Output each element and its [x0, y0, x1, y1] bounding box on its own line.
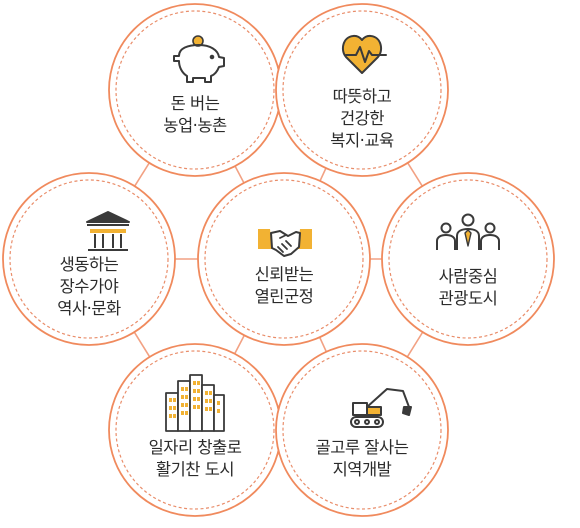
label-line: 복지·교육	[330, 131, 394, 150]
node-center-label: 신뢰받는 열린군정	[209, 264, 359, 308]
piggy-bank-icon	[173, 35, 225, 83]
node-development-circle	[275, 343, 449, 517]
handshake-icon	[258, 229, 312, 257]
label-line: 관광도시	[438, 289, 498, 308]
label-line: 골고루 잘사는	[315, 438, 409, 457]
node-tourism-label: 사람중심 관광도시	[393, 266, 543, 310]
node-development-label: 골고루 잘사는 지역개발	[287, 437, 437, 481]
people-group-icon	[436, 213, 500, 250]
label-line: 돈 버는	[170, 94, 220, 113]
label-line: 따뜻하고	[332, 87, 392, 106]
label-line: 일자리 창출로	[148, 438, 242, 457]
node-jobs-label: 일자리 창출로 활기찬 도시	[120, 437, 270, 481]
label-line: 농업·농촌	[163, 116, 227, 135]
label-line: 건강한	[339, 109, 385, 128]
node-welfare-label: 따뜻하고 건강한 복지·교육	[287, 86, 437, 152]
node-center-circle	[197, 172, 371, 346]
node-history-label: 생동하는 장수가야 역사·문화	[14, 254, 164, 320]
node-history-circle	[2, 172, 176, 346]
node-tourism-circle	[381, 172, 555, 346]
heart-pulse-icon	[341, 34, 387, 74]
label-line: 사람중심	[438, 267, 498, 286]
node-welfare-circle	[275, 3, 449, 177]
node-farming-circle	[108, 3, 282, 177]
node-farming-label: 돈 버는 농업·농촌	[120, 93, 270, 137]
label-line: 활기찬 도시	[155, 460, 235, 479]
classical-building-icon	[86, 211, 130, 251]
city-buildings-icon	[165, 374, 225, 432]
label-line: 장수가야	[59, 277, 119, 296]
excavator-icon	[350, 388, 412, 428]
label-line: 신뢰받는	[254, 265, 314, 284]
label-line: 역사·문화	[57, 299, 121, 318]
label-line: 지역개발	[332, 460, 392, 479]
label-line: 열린군정	[254, 287, 314, 306]
label-line: 생동하는	[59, 255, 119, 274]
